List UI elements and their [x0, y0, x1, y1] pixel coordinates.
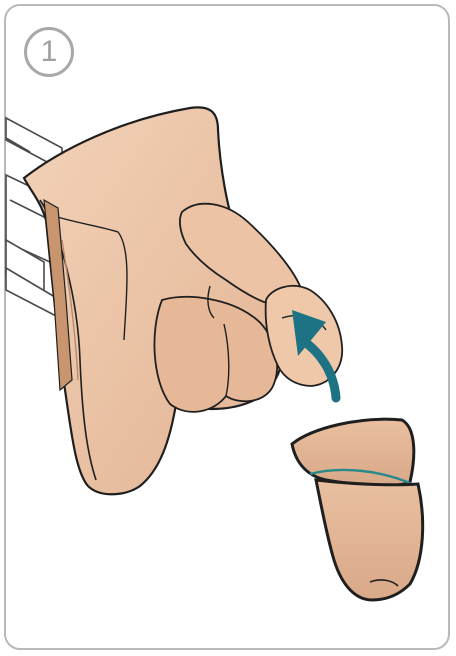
detached-glans-part — [292, 419, 423, 600]
skin-pad — [24, 107, 283, 494]
